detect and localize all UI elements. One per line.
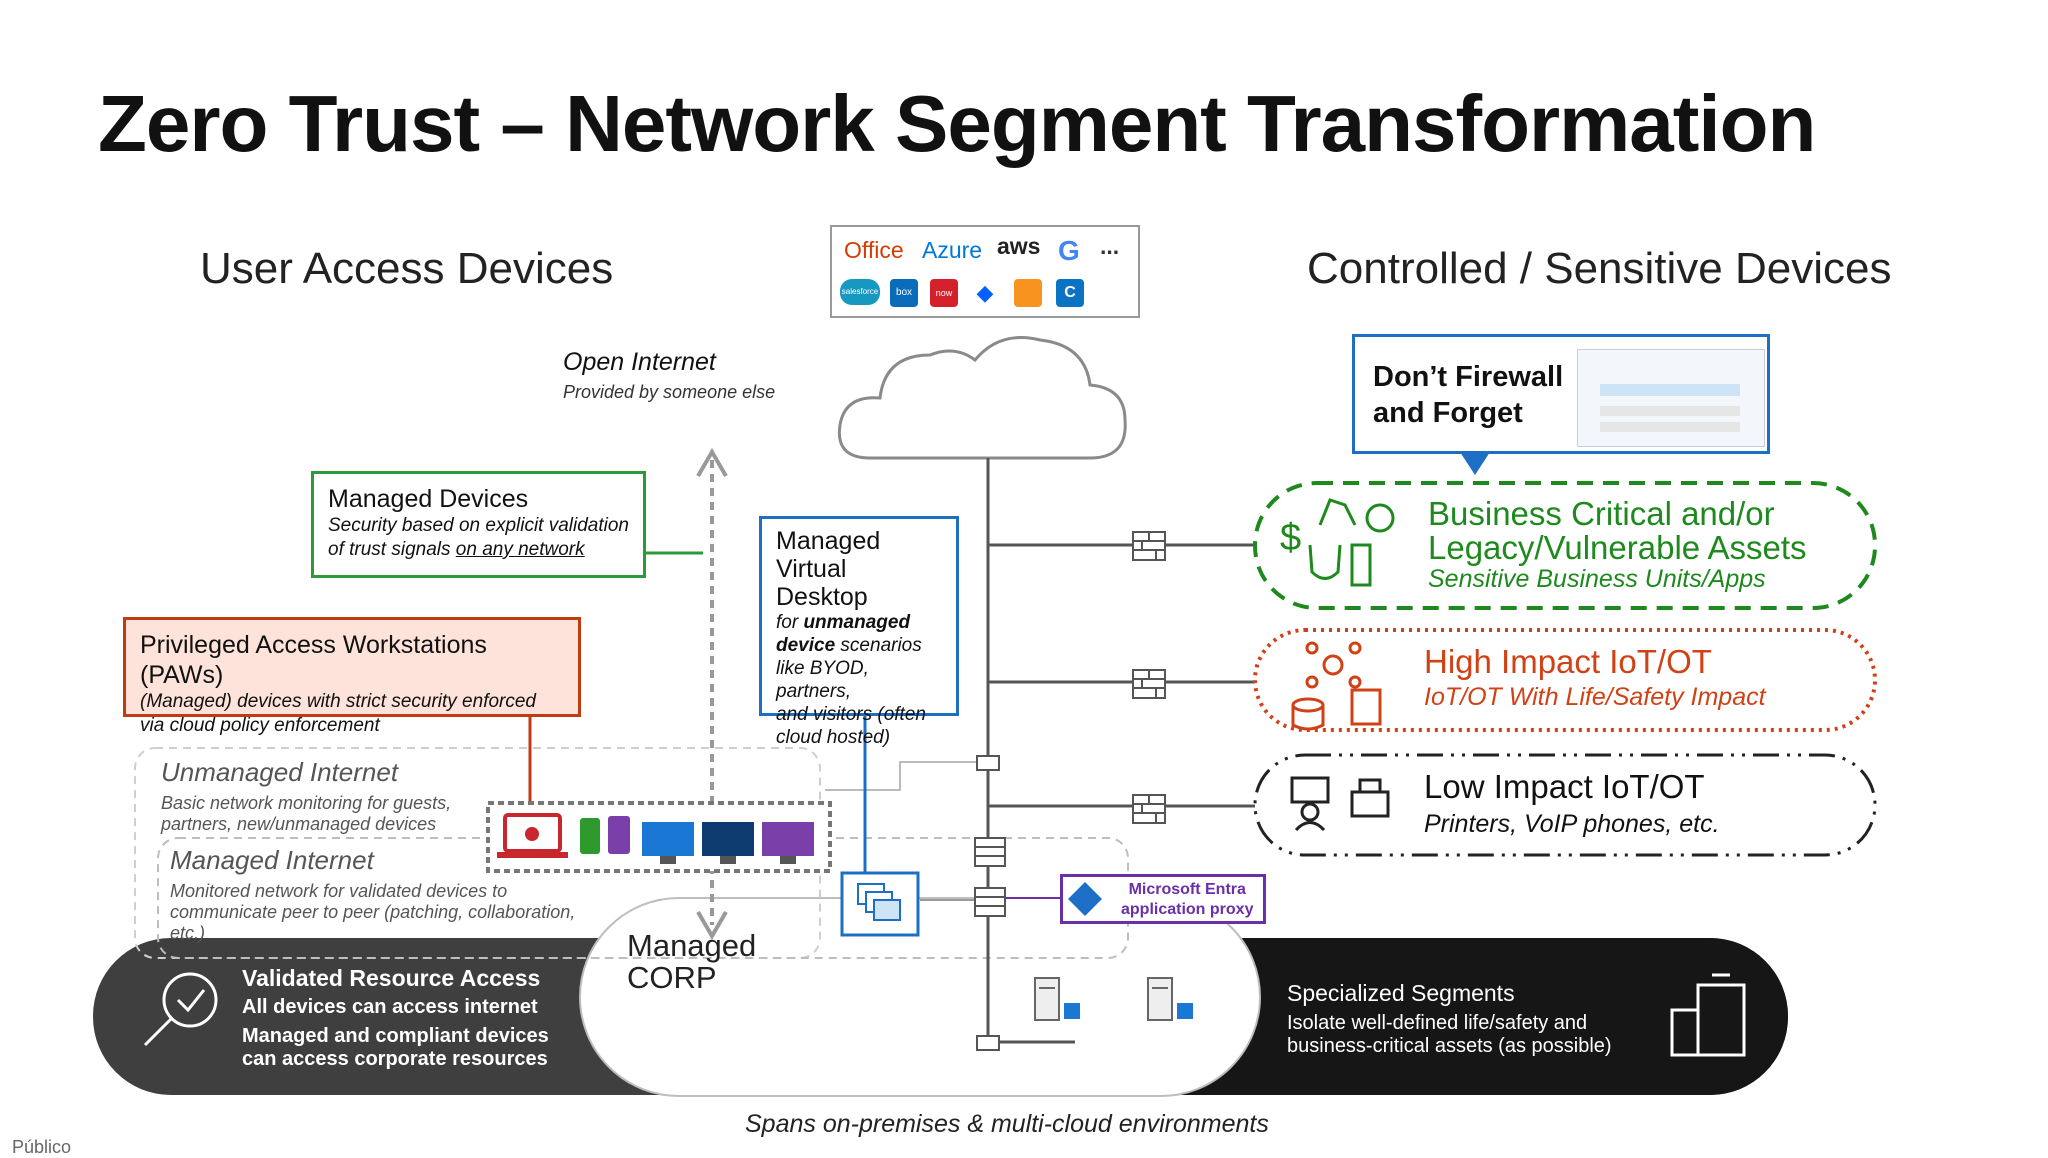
iot-ot-icons bbox=[1291, 641, 1382, 731]
mvd-desc-2: device scenarios bbox=[776, 635, 922, 656]
low-impact-segment bbox=[1253, 753, 1877, 857]
mvd-title-3: Desktop bbox=[776, 583, 868, 611]
salesforce-logo: salesforce bbox=[840, 279, 880, 305]
dropbox-logo: ◆ bbox=[976, 280, 994, 305]
junction-icon bbox=[976, 1035, 1000, 1051]
managed-internet-title: Managed Internet bbox=[170, 845, 374, 875]
user-access-heading: User Access Devices bbox=[200, 244, 614, 293]
paw-title: Privileged Access Workstations (PAWs) bbox=[140, 631, 487, 689]
paw-desc-1: (Managed) devices with strict security e… bbox=[140, 691, 536, 712]
android-phone-icon bbox=[580, 818, 600, 854]
high-impact-segment bbox=[1253, 628, 1877, 732]
open-internet-title: Open Internet bbox=[563, 348, 716, 376]
paw-box: Privileged Access Workstations (PAWs) (M… bbox=[123, 617, 581, 736]
high-impact-label: High Impact IoT/OT IoT/OT With Life/Safe… bbox=[1424, 643, 1766, 712]
mvd-desc-5: cloud hosted) bbox=[776, 727, 891, 748]
concur-logo: C bbox=[1056, 279, 1084, 307]
specialized-segments: Specialized Segments Isolate well-define… bbox=[1287, 980, 1612, 1057]
magnifier-check-icon bbox=[143, 972, 218, 1047]
firewall-icon bbox=[1132, 669, 1166, 699]
firewall-icon bbox=[974, 837, 1006, 867]
windows-logo-icon bbox=[1177, 1003, 1193, 1019]
paw-desc-2: via cloud policy enforcement bbox=[140, 715, 380, 736]
low-impact-label: Low Impact IoT/OT Printers, VoIP phones,… bbox=[1424, 768, 1720, 839]
google-logo: G bbox=[1058, 235, 1080, 266]
entra-icon bbox=[1068, 882, 1102, 916]
mac-monitor-icon bbox=[762, 822, 814, 864]
windows-logo-icon bbox=[1064, 1003, 1080, 1019]
windows-monitor-icon bbox=[642, 822, 694, 864]
firewall-icon bbox=[1132, 794, 1166, 824]
open-internet-subtitle: Provided by someone else bbox=[563, 382, 776, 402]
validated-resource-access: Validated Resource Access All devices ca… bbox=[242, 965, 549, 1070]
office-logo: Office bbox=[844, 237, 904, 263]
managed-devices-desc-2: of trust signals on any network bbox=[328, 539, 585, 560]
managed-virtual-desktop-box: Managed Virtual Desktop for unmanaged de… bbox=[759, 516, 959, 748]
server-icon bbox=[1147, 977, 1173, 1021]
classification-label: Público bbox=[12, 1137, 72, 1157]
managed-devices-box: Managed Devices Security based on explic… bbox=[311, 471, 646, 578]
firewall-icon bbox=[1132, 531, 1166, 561]
managed-devices-desc-1: Security based on explicit validation bbox=[328, 515, 630, 536]
dont-firewall-callout: Don’t Firewall and Forget bbox=[1352, 334, 1770, 454]
mvd-desc-1: for unmanaged bbox=[776, 612, 911, 633]
windows7-monitor-icon bbox=[702, 822, 754, 864]
mvd-desc-4: and visitors (often bbox=[776, 704, 926, 725]
entra-label: Microsoft Entra application proxy bbox=[1121, 881, 1254, 918]
managed-corp-label: Managed CORP bbox=[627, 928, 757, 995]
mvd-title-2: Virtual bbox=[776, 555, 847, 583]
printer-voip-icons bbox=[1290, 776, 1390, 832]
more-icon: ... bbox=[1100, 233, 1120, 259]
servicenow-logo: now bbox=[930, 279, 958, 307]
managed-devices-title: Managed Devices bbox=[328, 485, 529, 513]
managed-internet-desc: Monitored network for validated devices … bbox=[170, 881, 576, 943]
aws-logo: aws bbox=[997, 233, 1041, 259]
virtual-desktop-icon bbox=[840, 871, 920, 937]
paw-laptop-icon bbox=[497, 813, 568, 858]
cloud-icon bbox=[837, 336, 1127, 460]
business-critical-label: Business Critical and/or Legacy/Vulnerab… bbox=[1428, 495, 1807, 594]
unmanaged-internet-title: Unmanaged Internet bbox=[161, 757, 399, 787]
business-critical-segment bbox=[1253, 481, 1877, 610]
isolation-thumbnail bbox=[1577, 349, 1765, 447]
page-title: Zero Trust – Network Segment Transformat… bbox=[98, 79, 1816, 168]
aws-box-logo bbox=[1014, 279, 1042, 307]
mvd-desc-3: like BYOD, partners, bbox=[776, 658, 869, 702]
server-icon bbox=[1034, 977, 1060, 1021]
dont-firewall-text: Don’t Firewall and Forget bbox=[1373, 361, 1564, 429]
callout-pointer bbox=[1460, 452, 1490, 475]
azure-logo: Azure bbox=[922, 237, 983, 263]
business-assets-icons: $ bbox=[1280, 498, 1395, 587]
controlled-devices-heading: Controlled / Sensitive Devices bbox=[1307, 244, 1892, 293]
on-any-network-text: on any network bbox=[455, 539, 585, 560]
building-icon bbox=[1670, 973, 1746, 1057]
firewall-icon bbox=[974, 887, 1006, 917]
unmanaged-internet-desc: Basic network monitoring for guests, par… bbox=[161, 793, 452, 834]
cloud-services-box: Office Azure aws G ... salesforce box no… bbox=[830, 225, 1140, 318]
mvd-title-1: Managed bbox=[776, 527, 881, 555]
entra-app-proxy-box: Microsoft Entra application proxy bbox=[1060, 874, 1266, 924]
svg-text:$: $ bbox=[1280, 517, 1301, 559]
footer-caption: Spans on-premises & multi-cloud environm… bbox=[745, 1110, 1269, 1138]
box-logo: box bbox=[890, 279, 918, 307]
junction-icon bbox=[976, 755, 1000, 771]
managed-corp-zone bbox=[579, 897, 1261, 1097]
iphone-icon bbox=[608, 816, 630, 854]
